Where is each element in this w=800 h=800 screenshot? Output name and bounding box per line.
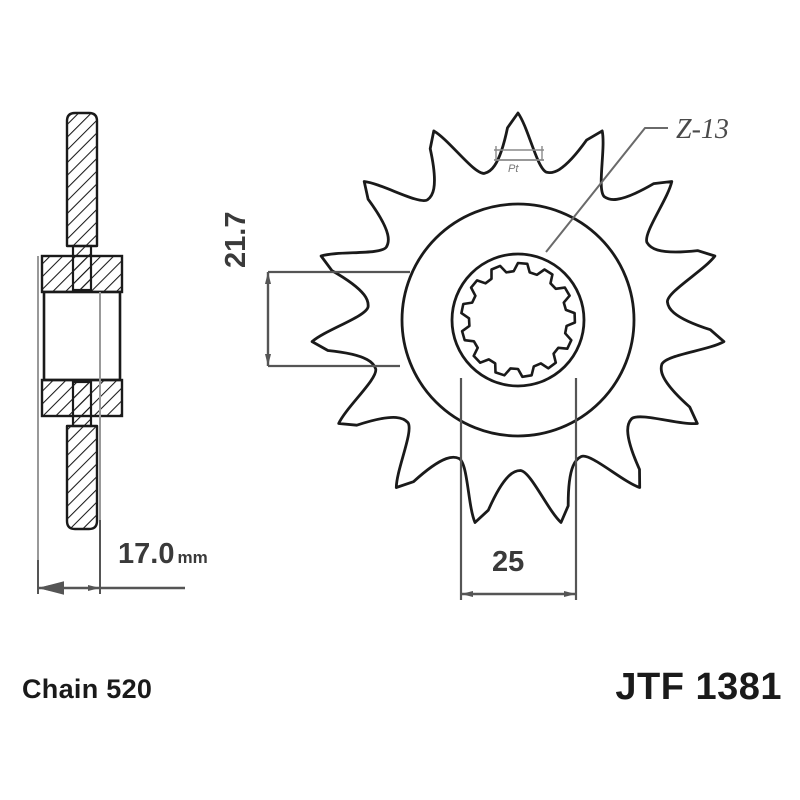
dimension-width — [37, 520, 185, 595]
internal-spline-profile — [460, 261, 577, 379]
dimension-width-unit: mm — [177, 548, 208, 567]
part-number-label: JTF 1381 — [615, 666, 782, 708]
dimension-height-label: 21.7 — [220, 211, 252, 268]
spline-callout-leader — [545, 127, 668, 253]
upper-tooth-section — [65, 111, 99, 248]
dimension-bore — [459, 378, 578, 600]
side-section-view — [37, 111, 124, 580]
hub-boss-inner-circle — [450, 252, 586, 388]
pitch-marker — [494, 146, 544, 161]
lower-tooth-section — [65, 424, 99, 531]
chain-size-label: Chain 520 — [22, 674, 153, 704]
spline-count-callout: Z-13 — [676, 114, 729, 145]
hub-boss-outer-circle — [400, 202, 636, 438]
pitch-label: Pt — [508, 163, 519, 175]
center-bore-cavity — [42, 290, 122, 382]
upper-hub-flange — [40, 254, 124, 294]
sprocket-front-view — [310, 111, 726, 524]
dimension-bore-label: 25 — [492, 546, 525, 578]
dimension-height — [265, 270, 410, 368]
dimension-width-value: 17.0 — [118, 538, 175, 570]
lower-web-section — [71, 380, 93, 428]
